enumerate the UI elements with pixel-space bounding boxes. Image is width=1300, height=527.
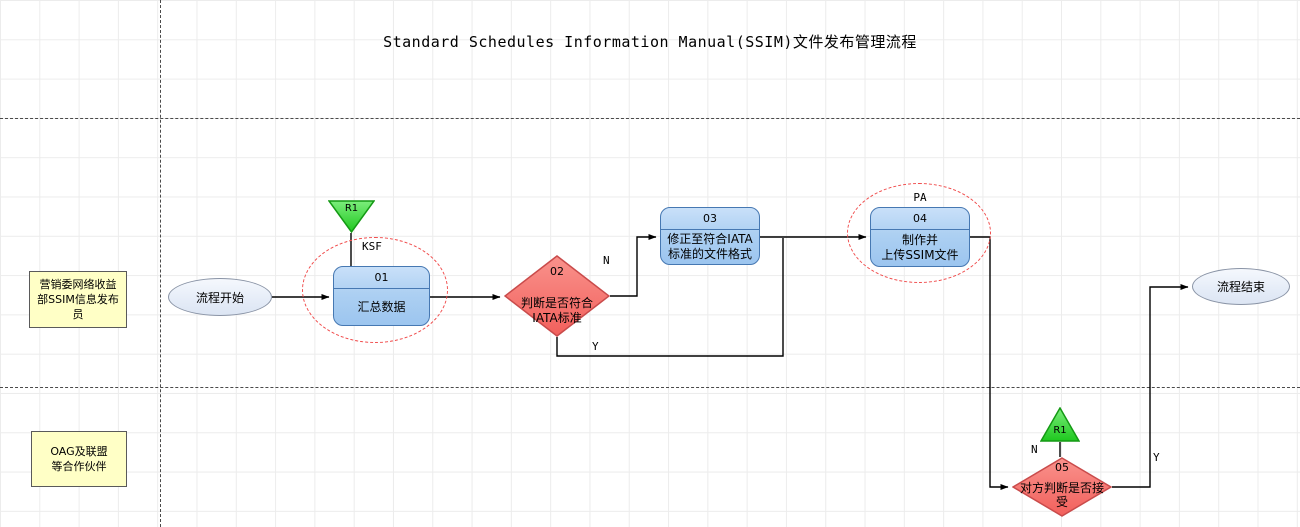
highlight-ellipse-04 (847, 183, 991, 283)
decision-node-02[interactable]: 02 判断是否符合 IATA标准 (504, 255, 610, 337)
decision-05-shape (1012, 457, 1112, 517)
start-node-label: 流程开始 (195, 290, 244, 305)
decision-node-05[interactable]: 05 对方判断是否接 受 (1012, 457, 1112, 517)
task-node-04[interactable]: 04 制作并 上传SSIM文件 (870, 207, 970, 267)
task-04-label-line: 制作并 (901, 233, 938, 247)
pa-label: PA (913, 191, 927, 204)
edge-05-y-to-end[interactable] (1112, 284, 1189, 488)
risk-marker-01-label: R1 (344, 203, 359, 214)
task-04-label-line: 上传SSIM文件 (881, 248, 959, 262)
decision-05-label-line: 受 (1055, 495, 1068, 509)
edge-label-y-05: Y (1153, 451, 1160, 464)
lane-label-line: OAG及联盟 (50, 445, 108, 458)
task-03-id: 03 (661, 208, 759, 230)
task-01-label: 汇总数据 (357, 299, 406, 314)
highlight-ellipse-01 (302, 237, 448, 343)
risk-triangle-up-icon (1040, 407, 1080, 442)
decision-05-id: 05 (1055, 461, 1069, 474)
edge-02-n-to-03[interactable] (610, 234, 657, 297)
risk-marker-05-label: R1 (1053, 425, 1067, 436)
edge-04-to-05[interactable] (970, 236, 1009, 490)
end-node[interactable]: 流程结束 (1192, 268, 1290, 305)
task-03-label-line: 标准的文件格式 (667, 247, 752, 261)
ksf-label: KSF (362, 240, 382, 253)
decision-05-label-line: 对方判断是否接 (1019, 481, 1104, 495)
lane-label-oag-partners[interactable]: OAG及联盟 等合作伙伴 (31, 431, 127, 487)
lane-divider-top (0, 118, 1300, 119)
lane-label-line: 员 (72, 308, 84, 321)
task-04-id: 04 (871, 208, 969, 230)
task-01-id: 01 (334, 267, 429, 289)
edge-label-y-02: Y (592, 340, 599, 353)
decision-02-shape (504, 255, 610, 337)
edge-label-n-05: N (1031, 443, 1038, 456)
task-node-01[interactable]: 01 汇总数据 (333, 266, 430, 326)
risk-triangle-down-icon (328, 200, 375, 233)
lane-label-line: 部SSIM信息发布 (37, 293, 119, 306)
decision-02-id: 02 (550, 265, 564, 278)
start-node[interactable]: 流程开始 (168, 278, 272, 316)
decision-02-label-line: 判断是否符合 (520, 296, 593, 310)
risk-marker-01[interactable]: R1 (328, 200, 375, 233)
decision-02-label-line: IATA标准 (532, 311, 582, 325)
task-03-label-line: 修正至符合IATA (667, 232, 753, 246)
lane-label-ssim-publisher[interactable]: 营销委网络收益 部SSIM信息发布 员 (29, 271, 127, 328)
task-node-03[interactable]: 03 修正至符合IATA 标准的文件格式 (660, 207, 760, 265)
risk-marker-05[interactable]: R1 (1040, 407, 1080, 442)
lane-divider-middle (0, 387, 1300, 388)
end-node-label: 流程结束 (1216, 280, 1265, 294)
lane-label-line: 营销委网络收益 (39, 278, 117, 291)
lane-label-line: 等合作伙伴 (51, 460, 107, 473)
edge-02-y-to-04[interactable] (556, 238, 784, 357)
diagram-title: Standard Schedules Information Manual(SS… (383, 33, 917, 51)
edge-label-n-02: N (603, 254, 610, 267)
lane-vertical-divider (160, 0, 161, 527)
